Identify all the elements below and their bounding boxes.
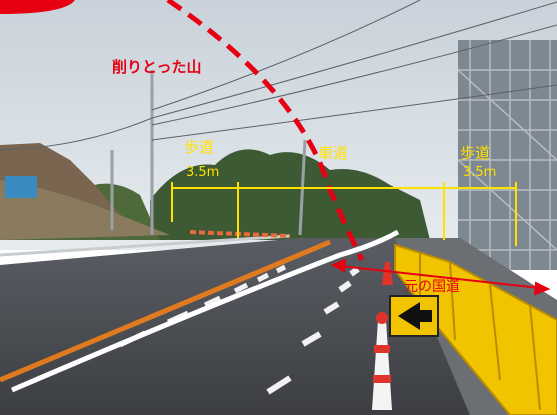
old-national-road-label: 元の国道 (404, 279, 460, 295)
old-road-white-line (11, 229, 400, 393)
scaffold-building (458, 40, 557, 270)
scaffold-grid (457, 40, 557, 270)
sidewalk-left-label: 歩道 (184, 138, 215, 156)
corner-mark (0, 0, 75, 14)
sidewalk-left-width: 3.5m (186, 165, 220, 180)
power-lines (0, 0, 557, 151)
lane-dashes-right (266, 266, 360, 395)
cut-mountain-label: 削りとった山 (112, 58, 202, 76)
hill-slope (0, 180, 170, 240)
road-surface (0, 238, 470, 415)
yellow-barriers (394, 243, 557, 415)
arrow-sign-chevron (398, 302, 432, 330)
sidewalk-right-label: 歩道 (460, 144, 491, 162)
roadside-sign (5, 176, 37, 198)
construction-fence (189, 230, 291, 238)
orange-center-line (0, 239, 331, 383)
left-road-edge (0, 234, 291, 257)
sidewalk-right-width: 3.5m (463, 165, 497, 180)
barrier-seams (419, 252, 541, 411)
old-road-arrow (330, 258, 551, 296)
roadway-label: 車道 (318, 144, 349, 162)
traffic-cones (372, 262, 393, 410)
tree-line (150, 149, 430, 240)
width-brackets (171, 182, 517, 246)
